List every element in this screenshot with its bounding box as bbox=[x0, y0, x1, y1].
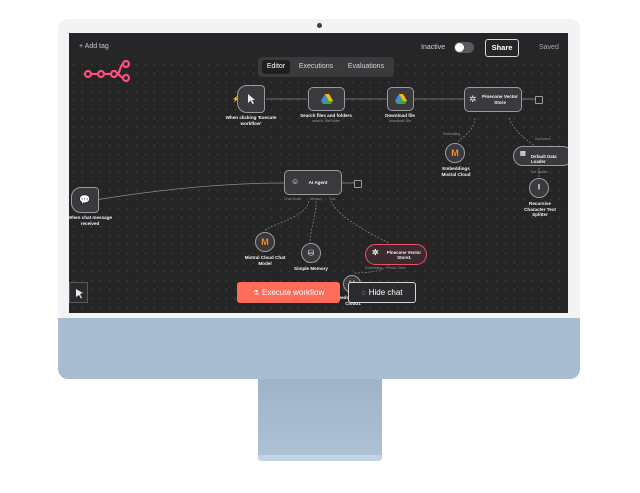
pinecone-icon: ✲ bbox=[469, 94, 477, 104]
pinecone-store-1-node[interactable]: ✲ Pinecone Vector Store1 bbox=[365, 244, 427, 265]
google-drive-icon bbox=[394, 94, 407, 104]
tab-executions[interactable]: Executions bbox=[298, 63, 334, 70]
chat-icon: ◌ bbox=[361, 290, 366, 297]
manual-trigger-node[interactable] bbox=[237, 85, 265, 113]
download-file-label: Download file bbox=[385, 113, 415, 118]
search-files-label: Search files and folders bbox=[300, 113, 352, 118]
pinecone-store-node[interactable]: ✲ Pinecone Vector Store bbox=[464, 87, 522, 112]
split-icon: ‖ bbox=[537, 184, 541, 192]
view-tabs: Editor Executions Evaluations bbox=[258, 57, 394, 77]
tab-evaluations[interactable]: Evaluations bbox=[347, 63, 385, 70]
download-file-subtitle: download: file bbox=[389, 119, 411, 123]
text-splitter-port-label: Text Splitter bbox=[530, 170, 548, 174]
monitor-stand-base bbox=[258, 455, 382, 461]
add-tag-link[interactable]: + Add tag bbox=[79, 43, 109, 50]
chat-trigger-label: When chat message received bbox=[69, 215, 113, 226]
document-icon: ▤ bbox=[520, 151, 526, 157]
tab-editor[interactable]: Editor bbox=[262, 60, 290, 74]
chat-bubble-icon: 💬 bbox=[79, 194, 91, 205]
embeddings-node[interactable]: M bbox=[445, 143, 465, 163]
active-toggle[interactable] bbox=[454, 42, 474, 53]
canvas-select-button[interactable] bbox=[69, 282, 88, 303]
google-drive-icon bbox=[320, 94, 333, 104]
hide-chat-button[interactable]: ◌Hide chat bbox=[348, 282, 416, 303]
trigger-bolt-icon: ⚡ bbox=[232, 97, 240, 103]
camera-dot bbox=[317, 23, 322, 28]
embeddings-label: Embeddings Mistral Cloud bbox=[441, 166, 471, 177]
share-button[interactable]: Share bbox=[485, 39, 519, 57]
add-node-plus-agent[interactable] bbox=[354, 180, 362, 188]
execute-workflow-label: Execute workflow bbox=[262, 288, 325, 297]
data-loader-label: Default Data Loader bbox=[531, 154, 557, 164]
vector-store-port-label: Vector Store bbox=[387, 266, 406, 270]
pointer-icon bbox=[76, 289, 83, 299]
active-status-label: Inactive bbox=[421, 44, 446, 51]
n8n-logo-icon bbox=[83, 59, 131, 83]
chat-model-port-label: Chat Model bbox=[284, 197, 302, 201]
mistral-icon: M bbox=[451, 148, 459, 158]
pinecone-store-label: Pinecone Vector Store bbox=[482, 94, 518, 105]
text-splitter-node[interactable]: ‖ bbox=[529, 178, 549, 198]
mistral-chat-model-node[interactable]: M bbox=[255, 232, 275, 252]
add-node-plus[interactable] bbox=[535, 96, 543, 104]
search-files-subtitle: search: fileFolder bbox=[312, 119, 340, 123]
text-splitter-label: Recursive Character Text Splitter bbox=[524, 201, 556, 217]
embedding-port-label: Embedding bbox=[443, 132, 461, 136]
mistral-chat-model-label: Mistral Cloud Chat Model bbox=[244, 255, 286, 266]
simple-memory-label: Simple Memory bbox=[294, 266, 328, 271]
cursor-icon bbox=[248, 94, 255, 104]
robot-icon: ☺ bbox=[291, 177, 300, 186]
data-loader-node[interactable]: ▤ Default Data Loader bbox=[513, 146, 568, 166]
saved-status: Saved bbox=[539, 44, 559, 51]
mistral-icon: M bbox=[261, 237, 269, 247]
monitor-chin bbox=[58, 318, 580, 379]
flask-icon: ⚗ bbox=[252, 290, 260, 297]
execute-workflow-button[interactable]: ⚗Execute workflow bbox=[237, 282, 340, 303]
ai-agent-label: AI Agent bbox=[308, 180, 328, 185]
database-icon: ⛁ bbox=[307, 248, 315, 258]
download-file-node[interactable] bbox=[387, 87, 414, 111]
toggle-knob bbox=[455, 43, 464, 52]
hide-chat-label: Hide chat bbox=[368, 288, 403, 297]
memory-port-label: Memory bbox=[310, 197, 323, 201]
ai-agent-node[interactable]: ☺ AI Agent bbox=[284, 170, 342, 195]
app-screen: + Add tag Inactive Share Saved Editor Ex… bbox=[69, 33, 568, 313]
monitor-stand bbox=[258, 379, 382, 457]
embedding-port-label-2: Embedding bbox=[365, 266, 383, 270]
document-port-label: Document bbox=[535, 137, 551, 141]
search-files-node[interactable] bbox=[308, 87, 345, 111]
manual-trigger-label: When clicking 'Execute workflow' bbox=[225, 115, 277, 126]
connections-layer bbox=[88, 98, 540, 274]
chat-trigger-node[interactable]: 💬 bbox=[71, 187, 99, 213]
tool-port-label: Tool bbox=[329, 197, 336, 201]
pinecone-icon: ✲ bbox=[372, 248, 379, 257]
pinecone-store-1-label: Pinecone Vector Store1 bbox=[386, 250, 422, 260]
workflow-header bbox=[69, 33, 568, 60]
simple-memory-node[interactable]: ⛁ bbox=[301, 243, 321, 263]
